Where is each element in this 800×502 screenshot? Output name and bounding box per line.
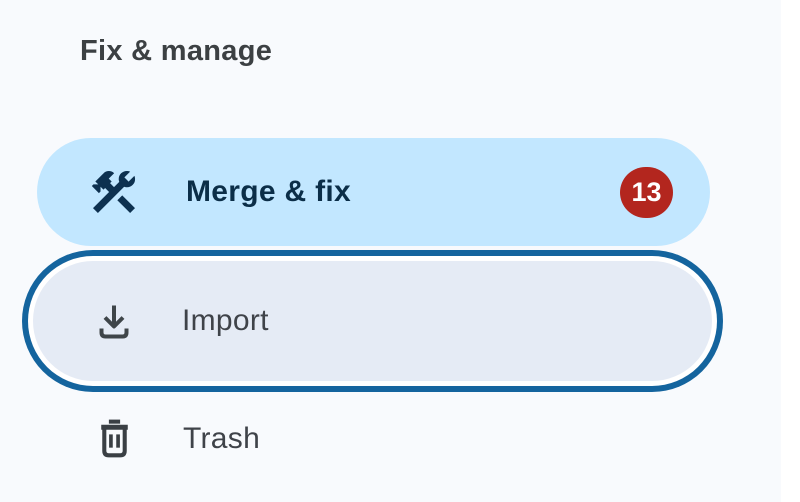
merge-fix-count-badge: 13	[620, 166, 673, 218]
sidebar-item-label: Trash	[183, 422, 261, 455]
construction-icon	[86, 164, 142, 220]
main-content-edge	[781, 0, 800, 502]
sidebar-item-merge-and-fix[interactable]: Merge & fix 13	[37, 138, 710, 246]
sidebar-item-trash[interactable]: Trash	[37, 385, 710, 493]
sidebar-item-label: Import	[182, 304, 269, 337]
section-title-fix-and-manage: Fix & manage	[80, 35, 273, 67]
sidebar-item-import[interactable]: Import	[33, 261, 712, 381]
sidebar-item-label: Merge & fix	[186, 175, 352, 208]
download-icon	[86, 293, 142, 349]
delete-icon	[86, 411, 142, 467]
